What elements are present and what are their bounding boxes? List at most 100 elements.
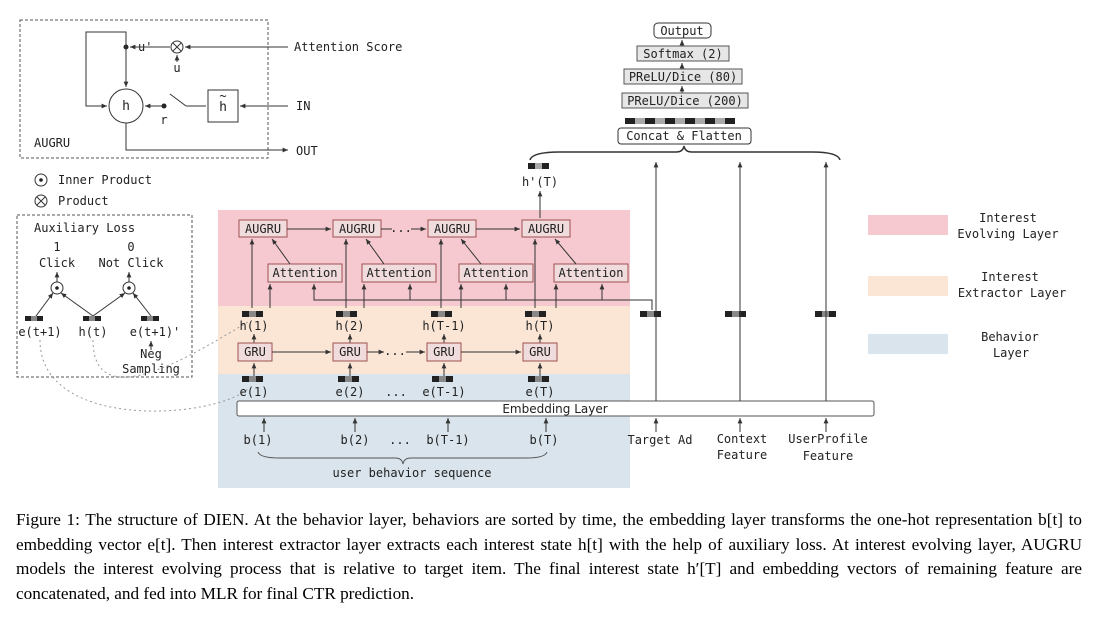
inner-product-label: Inner Product xyxy=(58,173,152,187)
e-label-4: e(T) xyxy=(526,385,555,399)
h-label-2: h(2) xyxy=(336,319,365,333)
aux-zero-label: 0 xyxy=(127,240,134,254)
e-label-1: e(1) xyxy=(240,385,269,399)
aux-one-label: 1 xyxy=(53,240,60,254)
attention-cell-1 xyxy=(267,263,343,283)
h-label-1: h(1) xyxy=(240,319,269,333)
augru-tilde-mark: ~ xyxy=(219,89,226,103)
embedding-layer-label: Embedding Layer xyxy=(502,402,607,416)
attention-cell-1-label: Attention xyxy=(272,266,337,280)
attention-cell-4-label: Attention xyxy=(558,266,623,280)
b-label-4: b(T) xyxy=(530,433,559,447)
prelu-80-box xyxy=(623,68,743,85)
feature-columns: Target Ad Context Feature UserProfile Fe… xyxy=(627,162,868,463)
augru-u-label: u xyxy=(173,61,180,75)
feature-blocks xyxy=(640,311,836,317)
augru-cell-2-label: AUGRU xyxy=(339,222,375,236)
userprofile-feature-label-1: UserProfile xyxy=(788,432,867,446)
augru-h-label: h xyxy=(122,99,130,114)
target-ad-label: Target Ad xyxy=(627,433,692,447)
augru-ellipsis: ... xyxy=(390,221,412,235)
auxiliary-loss-box: Auxiliary Loss 1 0 Click Not Click e(t+1… xyxy=(16,214,193,378)
b-label-3: b(T-1) xyxy=(426,433,469,447)
augru-detail-box: h u' u h ~ r AUGRU Attention Score IN OU… xyxy=(19,19,402,159)
layer-legend: Interest Evolving Layer Interest Extract… xyxy=(868,211,1066,360)
attention-score-label: Attention Score xyxy=(294,40,402,54)
h-label-3: h(T-1) xyxy=(422,319,465,333)
gru-cell-1-label: GRU xyxy=(244,345,266,359)
prelu-200-box xyxy=(621,92,749,109)
extractor-legend-label-2: Extractor Layer xyxy=(958,286,1066,300)
gru-cell-4-label: GRU xyxy=(529,345,551,359)
e-label-2: e(2) xyxy=(336,385,365,399)
behavior-legend-swatch xyxy=(868,334,948,354)
product-label: Product xyxy=(58,194,109,208)
evolving-legend-swatch xyxy=(868,215,948,235)
e-embedding-blocks xyxy=(242,376,549,382)
h-label-4: h(T) xyxy=(526,319,555,333)
dien-architecture-diagram: h u' u h ~ r AUGRU Attention Score IN OU… xyxy=(16,19,1066,488)
aux-connector-curves xyxy=(39,321,249,412)
augru-r-label: r xyxy=(160,113,167,127)
aux-click-label: Click xyxy=(39,256,76,270)
output-label: Output xyxy=(660,24,703,38)
concat-brace xyxy=(529,145,841,161)
concat-flatten-box xyxy=(617,127,752,145)
mlp-tower: Output Softmax (2) PReLU/Dice (80) PReLU… xyxy=(522,22,841,218)
augru-cell-4 xyxy=(521,219,571,238)
h-prime-blocks xyxy=(528,163,549,169)
b-ellipsis: ... xyxy=(389,433,411,447)
evolving-legend-label-2: Evolving Layer xyxy=(957,227,1058,241)
embedding-layer-box xyxy=(236,400,875,417)
interest-extractor-layer: h(1) h(2) h(T-1) h(T) GRU GRU GRU GRU ..… xyxy=(237,311,558,381)
aux-loss-title: Auxiliary Loss xyxy=(34,221,135,235)
output-box xyxy=(653,22,712,39)
e-label-3: e(T-1) xyxy=(422,385,465,399)
interest-extractor-layer-bg xyxy=(218,306,630,374)
behavior-legend-label-1: Behavior xyxy=(981,330,1039,344)
extractor-legend-swatch xyxy=(868,276,948,296)
userprofile-feature-label-2: Feature xyxy=(803,449,854,463)
augru-box-title: AUGRU xyxy=(34,136,70,150)
behavior-layer-bg xyxy=(218,374,630,488)
augru-cell-4-label: AUGRU xyxy=(528,222,564,236)
aux-not-click-label: Not Click xyxy=(98,256,164,270)
softmax-label: Softmax (2) xyxy=(643,47,722,61)
augru-cell-3-label: AUGRU xyxy=(434,222,470,236)
attention-cell-3-label: Attention xyxy=(463,266,528,280)
symbol-legend: Inner Product Product xyxy=(34,173,152,208)
aux-e-t1-label: e(t+1) xyxy=(18,325,61,339)
behavior-sequence-label: user behavior sequence xyxy=(333,466,492,480)
b-label-1: b(1) xyxy=(244,433,273,447)
augru-cell-1-label: AUGRU xyxy=(245,222,281,236)
h-prime-label: h'(T) xyxy=(522,175,558,189)
gru-cell-4 xyxy=(522,342,558,362)
behavior-sequence-brace xyxy=(257,451,548,465)
figure-caption: Figure 1: The structure of DIEN. At the … xyxy=(16,510,1082,603)
out-label: OUT xyxy=(296,144,318,158)
context-feature-label-1: Context xyxy=(717,432,768,446)
h-tilde-box xyxy=(207,89,239,123)
b-label-2: b(2) xyxy=(341,433,370,447)
in-label: IN xyxy=(296,99,310,113)
extractor-legend-label-1: Interest xyxy=(981,270,1039,284)
concat-flatten-label: Concat & Flatten xyxy=(626,129,742,143)
aux-h-t-label: h(t) xyxy=(79,325,108,339)
attention-cell-4 xyxy=(553,263,629,283)
attention-cell-2 xyxy=(361,263,437,283)
behavior-layer: e(1) e(2) ... e(T-1) e(T) Embedding Laye… xyxy=(236,376,875,480)
interest-evolving-layer: AUGRU AUGRU AUGRU AUGRU ... Attention At… xyxy=(238,219,653,310)
aux-neg-label: Neg xyxy=(140,347,162,361)
aux-e-t1-neg-label: e(t+1)' xyxy=(130,325,181,339)
aux-embedding-blocks xyxy=(25,316,159,321)
behavior-legend-label-2: Layer xyxy=(993,346,1029,360)
e-ellipsis: ... xyxy=(385,385,407,399)
gru-cell-3-label: GRU xyxy=(433,345,455,359)
gru-ellipsis: ... xyxy=(384,344,406,358)
aux-sampling-label: Sampling xyxy=(122,362,180,376)
context-feature-label-2: Feature xyxy=(717,448,768,462)
prelu-80-label: PReLU/Dice (80) xyxy=(629,70,737,84)
gru-cell-2-label: GRU xyxy=(339,345,361,359)
h-state-blocks xyxy=(242,311,546,317)
augru-h-tilde-label: h xyxy=(219,100,227,115)
